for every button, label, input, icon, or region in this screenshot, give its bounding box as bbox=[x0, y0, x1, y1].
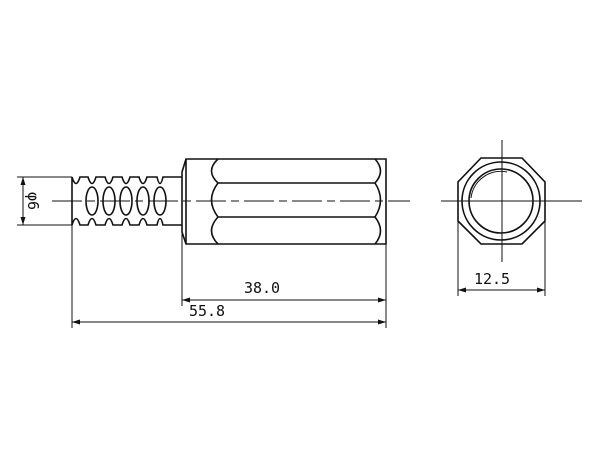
end-view bbox=[441, 140, 582, 262]
diameter-dimension: φ6 bbox=[17, 176, 72, 226]
hex-width-label: 12.5 bbox=[474, 270, 510, 288]
diameter-label: φ6 bbox=[24, 192, 42, 210]
hex-width-dimension: 12.5 bbox=[457, 221, 546, 296]
body-length-label: 38.0 bbox=[244, 279, 280, 297]
total-length-label: 55.8 bbox=[189, 302, 225, 320]
total-length-dimension: 55.8 bbox=[71, 225, 386, 328]
body-length-dimension: 38.0 bbox=[181, 232, 387, 328]
